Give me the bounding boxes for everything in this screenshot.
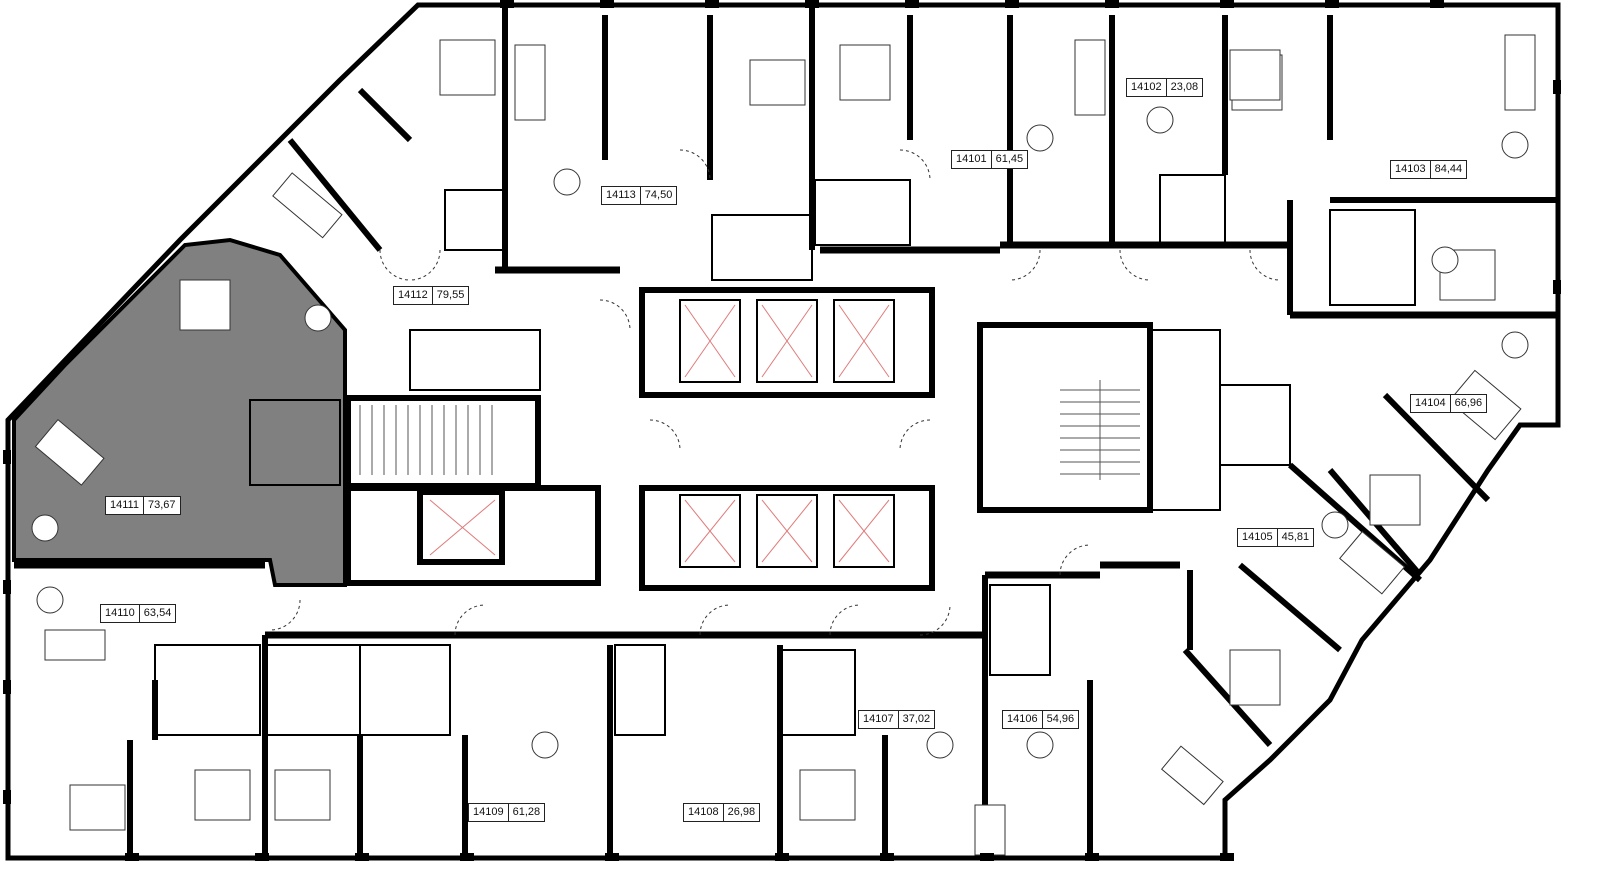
elevator-left <box>429 499 496 556</box>
apartment-number: 14103 <box>1391 161 1431 178</box>
furniture-beds <box>69 39 1496 831</box>
apartment-number: 14108 <box>684 804 724 821</box>
room-partitions <box>154 174 1416 736</box>
apartment-label-14110[interactable]: 14110 63,54 <box>100 604 177 623</box>
diagonal-walls <box>287 87 1491 748</box>
apartment-label-14109[interactable]: 14109 61,28 <box>468 803 546 822</box>
apartment-area: 23,08 <box>1170 81 1199 93</box>
furniture-tables <box>31 106 1529 759</box>
apartment-number: 14113 <box>602 187 641 204</box>
apartment-area: 61,45 <box>995 153 1024 165</box>
apartment-label-14106[interactable]: 14106 54,96 <box>1002 710 1080 729</box>
apartment-label-14101[interactable]: 14101 61,45 <box>951 150 1029 169</box>
stairs-left <box>359 405 493 475</box>
stairs-right <box>1060 380 1140 480</box>
apartment-area: 37,02 <box>902 713 931 725</box>
apartment-label-14105[interactable]: 14105 45,81 <box>1237 528 1315 547</box>
elevator-crosses <box>684 304 890 563</box>
apartment-number: 14106 <box>1003 711 1043 728</box>
apartment-number: 14104 <box>1411 395 1451 412</box>
apartment-area: 66,96 <box>1454 397 1483 409</box>
apartment-label-14102[interactable]: 14102 23,08 <box>1126 78 1204 97</box>
apartment-number: 14112 <box>394 287 433 304</box>
apartment-number: 14109 <box>469 804 509 821</box>
apartment-number: 14101 <box>952 151 992 168</box>
apartment-area: 45,81 <box>1281 531 1310 543</box>
apartment-area: 61,28 <box>512 806 541 818</box>
apartment-label-14107[interactable]: 14107 37,02 <box>858 710 936 729</box>
apartment-area: 73,67 <box>147 499 176 511</box>
apartment-number: 14102 <box>1127 79 1167 96</box>
apartment-14111-area[interactable] <box>12 237 347 587</box>
apartment-label-14111[interactable]: 14111 73,67 <box>105 496 181 515</box>
apartment-area: 74,50 <box>644 189 673 201</box>
apartment-area: 63,54 <box>143 607 172 619</box>
apartment-area: 79,55 <box>436 289 465 301</box>
apartment-area: 26,98 <box>727 806 756 818</box>
apartment-label-14104[interactable]: 14104 66,96 <box>1410 394 1488 413</box>
corridor-walls <box>14 241 1558 639</box>
apartment-area: 54,96 <box>1046 713 1075 725</box>
core-left <box>345 395 601 586</box>
apartment-label-14112[interactable]: 14112 79,55 <box>393 286 470 305</box>
core-right <box>977 322 1153 513</box>
door-swings <box>269 149 1281 636</box>
apartment-label-14108[interactable]: 14108 26,98 <box>683 803 761 822</box>
apartment-label-14103[interactable]: 14103 84,44 <box>1390 160 1468 179</box>
facade-markers <box>3 0 1561 861</box>
apartment-area: 84,44 <box>1434 163 1463 175</box>
apartment-number: 14105 <box>1238 529 1278 546</box>
apartment-number: 14111 <box>106 497 144 514</box>
apartment-number: 14110 <box>101 605 140 622</box>
apartment-number: 14107 <box>859 711 899 728</box>
apartment-label-14113[interactable]: 14113 74,50 <box>601 186 678 205</box>
